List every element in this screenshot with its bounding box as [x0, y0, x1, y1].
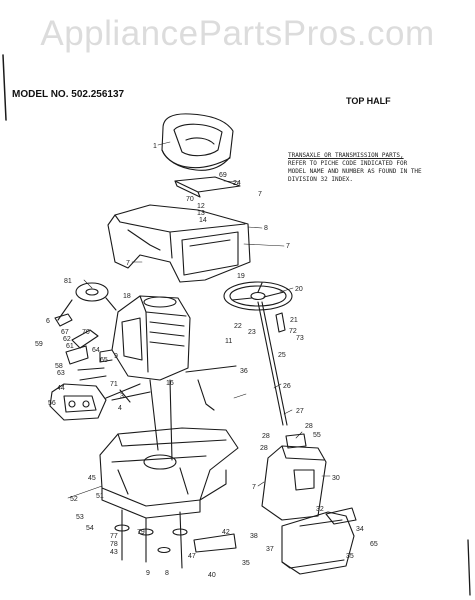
callout: 61 — [66, 343, 74, 350]
callout: 4 — [118, 405, 122, 412]
callout: 7 — [286, 243, 290, 250]
callout: 34 — [356, 526, 364, 533]
callout: 64 — [92, 347, 100, 354]
callout: 7 — [126, 260, 130, 267]
callout: 3 — [120, 393, 124, 400]
callout: 8 — [165, 570, 169, 577]
callout: 36 — [240, 368, 248, 375]
callout: 26 — [283, 383, 291, 390]
pulley-assembly — [54, 282, 117, 327]
callout: 44 — [57, 385, 65, 392]
frame-chassis — [99, 427, 239, 519]
callout: 51 — [96, 493, 104, 500]
callout: 20 — [295, 286, 303, 293]
callout: 43 — [110, 549, 118, 556]
callout: 16 — [166, 380, 174, 387]
callout: 18 — [123, 293, 131, 300]
scan-mark — [2, 54, 7, 121]
callout: 42 — [222, 529, 230, 536]
callout: 12 — [197, 203, 205, 210]
callout: 77 — [110, 533, 118, 540]
callout: 79 — [137, 529, 145, 536]
callout: 59 — [35, 341, 43, 348]
callout: 53 — [76, 514, 84, 521]
model-number: MODEL NO. 502.256137 — [12, 89, 125, 100]
watermark-text: AppliancePartsPros.com — [40, 14, 435, 53]
footrest-deck — [281, 507, 357, 575]
callout: 7 — [258, 191, 262, 198]
note-line: REFER TO PICHE CODE INDICATED FOR — [288, 160, 408, 167]
callout: 81 — [64, 278, 72, 285]
callout: 38 — [250, 533, 258, 540]
axle-hardware — [114, 509, 237, 569]
note-line: DIVISION 32 INDEX. — [288, 176, 354, 183]
callout: 28 — [262, 433, 270, 440]
callout: 65 — [100, 357, 108, 364]
callout: 65 — [370, 541, 378, 548]
callout: 13 — [197, 210, 205, 217]
leader-lines — [67, 141, 331, 499]
callout: 14 — [199, 217, 207, 224]
callout: 9 — [146, 570, 150, 577]
callout: 55 — [313, 432, 321, 439]
callout: 19 — [237, 273, 245, 280]
callout: 30 — [332, 475, 340, 482]
callout: 28 — [305, 423, 313, 430]
callout: 54 — [86, 525, 94, 532]
console-pedestal — [261, 433, 327, 521]
callout: 73 — [296, 335, 304, 342]
seat — [161, 113, 234, 171]
callout: 62 — [63, 336, 71, 343]
callout: 1 — [153, 143, 157, 150]
callout: 47 — [188, 553, 196, 560]
callout: 52 — [70, 496, 78, 503]
callout: 35 — [346, 553, 354, 560]
steering-wheel — [223, 281, 293, 311]
seat-bracket — [174, 176, 241, 198]
callout: 69 — [219, 172, 227, 179]
section-title: TOP HALF — [346, 96, 391, 106]
callout: 21 — [290, 317, 298, 324]
callout: 32 — [316, 506, 324, 513]
callout: 11 — [225, 338, 232, 345]
callout: 6 — [46, 318, 50, 325]
callout: 28 — [260, 445, 268, 452]
callout: 23 — [248, 329, 256, 336]
callout: 37 — [266, 546, 274, 553]
callout: 58 — [55, 363, 63, 370]
callout: 78 — [110, 541, 118, 548]
control-rods — [111, 365, 237, 461]
callout-labels: 1 69 24 7 70 12 13 14 8 7 7 19 20 81 18 … — [35, 143, 378, 579]
callout: 7 — [252, 484, 256, 491]
note-line: TRANSAXLE OR TRANSMISSION PARTS, — [288, 152, 404, 159]
callout: 70 — [82, 329, 90, 336]
callout: 35 — [242, 560, 250, 567]
linkage-parts — [49, 329, 141, 421]
callout: 22 — [234, 323, 242, 330]
note-line: MODEL NAME AND NUMBER AS FOUND IN THE — [288, 168, 422, 175]
engine — [99, 295, 191, 381]
callout: 45 — [88, 475, 96, 482]
fender-body — [107, 204, 251, 283]
callout: 9 — [114, 353, 118, 360]
callout: 25 — [278, 352, 286, 359]
callout: 71 — [110, 381, 118, 388]
steering-column — [257, 301, 288, 426]
callout: 70 — [186, 196, 194, 203]
callout: 27 — [296, 408, 304, 415]
scan-mark — [467, 539, 471, 596]
callout: 63 — [57, 370, 65, 377]
transaxle-note: TRANSAXLE OR TRANSMISSION PARTS, REFER T… — [288, 152, 474, 184]
callout: 24 — [233, 180, 241, 187]
callout: 8 — [264, 225, 268, 232]
callout: 67 — [61, 329, 69, 336]
callout: 56 — [48, 400, 56, 407]
callout: 40 — [208, 572, 216, 579]
callout: 72 — [289, 328, 297, 335]
